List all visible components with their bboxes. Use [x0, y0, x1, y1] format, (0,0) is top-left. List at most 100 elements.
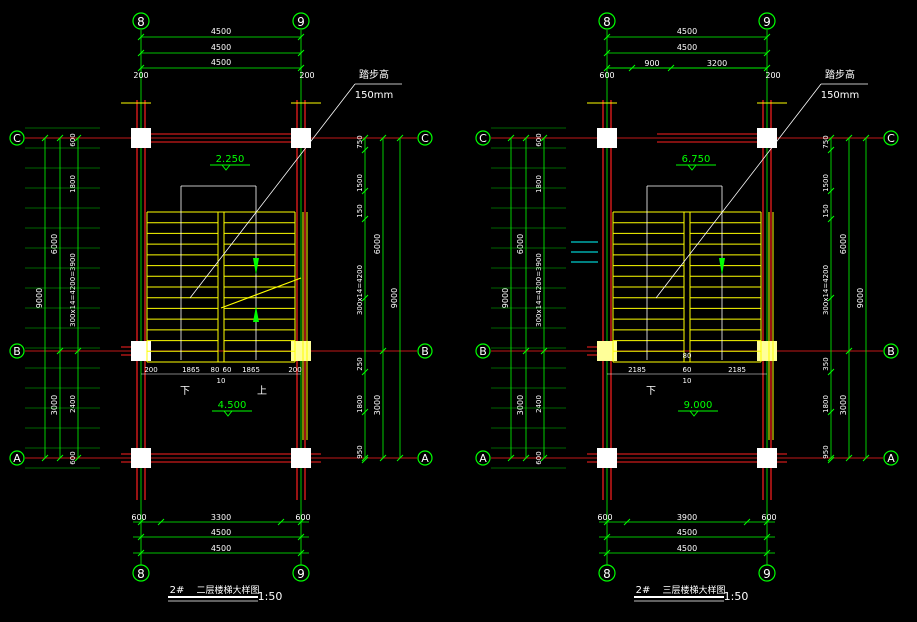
stair-well-handrail	[683, 211, 691, 363]
dim-right-inner-6: 950	[822, 445, 830, 458]
dimension-tick	[396, 454, 404, 462]
dim-right-inner-2: 150	[822, 204, 830, 217]
dimension-tick	[540, 454, 548, 462]
structural-column	[291, 448, 311, 468]
dimension-tick	[137, 518, 145, 526]
dim-right-lower: 3000	[839, 395, 848, 415]
grid-label-left: C	[13, 132, 21, 145]
dimension-tick	[827, 454, 835, 462]
label-down: 下	[646, 386, 656, 397]
callout-leader	[189, 83, 356, 299]
dimension-tick	[137, 64, 145, 72]
dimension-tick	[379, 347, 387, 355]
dim-top-c: 3200	[707, 59, 727, 68]
dim-bottom-2: 4500	[677, 528, 697, 537]
dim-left-inner-1: 1800	[69, 175, 77, 193]
dimension-tick	[56, 134, 64, 142]
dimension-tick	[74, 134, 82, 142]
dimension-tick	[827, 215, 835, 223]
dimension-tick	[157, 518, 165, 526]
dim-top-wall-right: 200	[299, 71, 314, 80]
dimension-tick	[763, 49, 771, 57]
dim-right-inner-5: 1800	[822, 395, 830, 413]
dim-right-total: 9000	[856, 288, 865, 308]
stair-dim-below: 10	[217, 377, 226, 385]
dimension-tick	[137, 33, 145, 41]
stair-dim-1: 1865	[182, 366, 200, 374]
dimension-tick	[379, 454, 387, 462]
stair-dim-3: 60	[223, 366, 232, 374]
grid-bubble-top	[292, 12, 310, 30]
label-up: 上	[257, 385, 267, 397]
stair-dim-5: 200	[288, 366, 301, 374]
dim-bottom-mid: 3900	[677, 513, 697, 522]
level-mark-upper-triangle	[687, 164, 697, 171]
structural-column	[131, 128, 151, 148]
structural-column	[131, 341, 151, 361]
dimension-tick	[667, 64, 675, 72]
structural-column	[757, 128, 777, 148]
grid-label-right: A	[887, 452, 895, 465]
grid-label-left: C	[479, 132, 487, 145]
dim-right-upper: 6000	[373, 234, 382, 254]
dimension-tick	[137, 549, 145, 557]
grid-bubble-left	[475, 450, 491, 466]
dimension-tick	[56, 347, 64, 355]
dim-top-a: 600	[599, 71, 614, 80]
dim-right-inner-1: 1500	[822, 174, 830, 192]
grid-label-right: A	[421, 452, 429, 465]
dim-top-1: 4500	[211, 27, 231, 36]
dim-left-inner-2: 300x14=4200=3900	[69, 253, 77, 327]
title-prefix: 2#	[636, 585, 651, 596]
dim-bottom-right: 600	[761, 513, 776, 522]
dim-left-inner-3: 2400	[69, 395, 77, 413]
grid-label-bottom: 9	[763, 567, 771, 581]
dim-bottom-3: 4500	[211, 544, 231, 553]
grid-label-right: B	[421, 345, 429, 358]
level-mark-upper: 6.750	[682, 154, 711, 165]
callout-leader	[655, 83, 822, 299]
dim-bottom-mid: 3300	[211, 513, 231, 522]
callout-value: 150mm	[355, 90, 394, 101]
dimension-tick	[845, 347, 853, 355]
dim-right-upper: 6000	[839, 234, 848, 254]
dimension-tick	[603, 549, 611, 557]
dim-left-inner-1: 1800	[535, 175, 543, 193]
grid-bubble-left	[475, 343, 491, 359]
dim-right-inner-6: 950	[356, 445, 364, 458]
dimension-tick	[361, 215, 369, 223]
dimension-tick	[623, 518, 631, 526]
dim-right-lower: 3000	[373, 395, 382, 415]
level-mark-lower-triangle	[689, 410, 699, 417]
dim-bottom-left: 600	[131, 513, 146, 522]
grid-label-right: C	[887, 132, 895, 145]
dim-left-upper: 6000	[516, 234, 525, 254]
grid-label-left: A	[13, 452, 21, 465]
dimension-tick	[763, 533, 771, 541]
grid-bubble-right	[417, 450, 433, 466]
stair-dim-2: 2185	[728, 366, 746, 374]
dim-top-wall-left: 200	[133, 71, 148, 80]
dim-top-3: 4500	[211, 58, 231, 67]
drawing-scale: 1:50	[258, 590, 283, 603]
dimension-tick	[827, 294, 835, 302]
dim-top-2: 4500	[677, 43, 697, 52]
dimension-tick	[827, 134, 835, 142]
structural-column	[291, 128, 311, 148]
stair-dim-0: 2185	[628, 366, 646, 374]
dimension-tick	[507, 134, 515, 142]
dimension-tick	[603, 533, 611, 541]
dim-left-total: 9000	[501, 288, 510, 308]
dimension-tick	[603, 518, 611, 526]
drawing-title: 二层楼梯大样图	[196, 584, 259, 596]
dimension-tick	[603, 49, 611, 57]
grid-bubble-right	[417, 343, 433, 359]
dim-bottom-right: 600	[295, 513, 310, 522]
level-mark-lower: 4.500	[218, 400, 247, 411]
dim-right-inner-4: 250	[356, 357, 364, 370]
grid-bubble-top	[758, 12, 776, 30]
dim-left-inner-3: 2400	[535, 395, 543, 413]
dimension-tick	[297, 549, 305, 557]
